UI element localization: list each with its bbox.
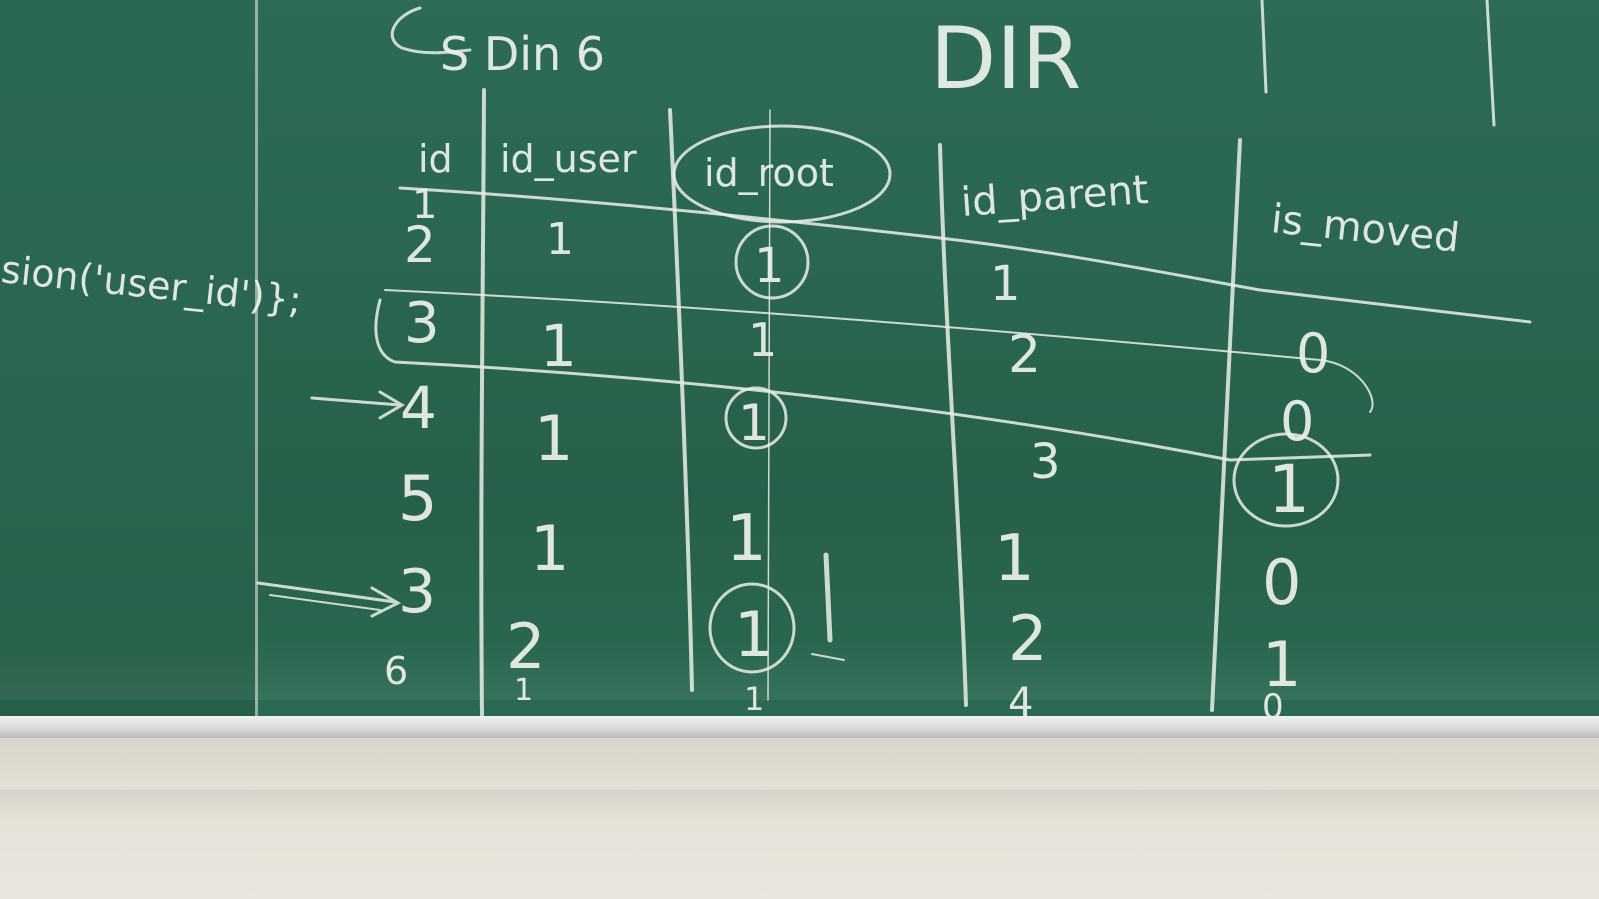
cell-id-user: 1 <box>540 312 577 380</box>
value-circle <box>708 582 796 674</box>
cell-id-user: 1 <box>534 402 573 475</box>
row-highlight-band <box>374 298 1372 462</box>
column-divider <box>479 88 486 717</box>
cell-is-moved: 1 <box>1262 628 1301 701</box>
guide-line <box>767 109 771 701</box>
chalkboard <box>0 0 1599 722</box>
header-id-root: id_root <box>704 151 834 195</box>
top-divider-line <box>1485 0 1496 127</box>
cell-is-moved: 0 <box>1296 322 1330 385</box>
cell-id-user: 2 <box>506 610 545 683</box>
chalk-mark <box>811 653 845 661</box>
cell-id-user: 1 <box>530 512 569 585</box>
value-circle <box>1232 432 1340 528</box>
header-id: id <box>418 137 453 181</box>
row-highlight-band <box>384 289 1374 413</box>
cell-id-user: 1 <box>514 673 533 708</box>
cell-is-moved: 0 <box>1262 546 1301 619</box>
cell-id-root: 1 <box>744 680 764 718</box>
dir-title: DIR <box>930 9 1081 109</box>
header-underline <box>398 186 1532 324</box>
wall-shadow <box>0 790 1599 820</box>
board-panel-seam <box>255 0 258 730</box>
cell-id: 1 <box>412 182 437 228</box>
cell-id: 3 <box>404 291 440 356</box>
column-divider <box>1210 138 1242 712</box>
cell-is-moved: 0 <box>1280 390 1314 453</box>
chalk-tray <box>0 716 1599 738</box>
cell-id: 4 <box>400 374 437 442</box>
chalk-dust-smudge <box>0 640 1599 700</box>
cell-id: 6 <box>384 649 408 693</box>
arrow-icon <box>269 594 381 611</box>
arrow-icon <box>310 390 405 420</box>
top-divider-line <box>1260 0 1268 94</box>
cell-id-root: 1 <box>726 502 767 576</box>
cell-id: 3 <box>398 557 436 627</box>
cell-id-parent: 2 <box>1008 325 1041 385</box>
column-divider <box>668 108 694 692</box>
cell-is-moved: 1 <box>1268 451 1310 528</box>
cell-id-parent: 2 <box>1008 602 1047 675</box>
header-circle <box>672 124 892 224</box>
arrow-icon <box>256 581 402 618</box>
cell-id-parent: 1 <box>990 256 1021 312</box>
header-id-parent: id_parent <box>959 167 1149 226</box>
chalkboard-left-panel <box>0 0 256 722</box>
cell-id-parent: 4 <box>1008 680 1033 720</box>
top-ghost-text: S Din 6 <box>440 27 605 81</box>
cell-id-root: 1 <box>748 313 777 367</box>
cell-id-user: 1 <box>546 214 574 265</box>
column-divider <box>938 143 968 707</box>
cell-id-root: 1 <box>754 238 785 294</box>
cell-id-root: 1 <box>734 598 773 671</box>
chalk-writing: S Din 6 DIR sion('user_id')}; id id_user… <box>0 0 1532 720</box>
chalk-smear <box>823 552 833 643</box>
cell-id-parent: 1 <box>994 522 1035 596</box>
wall <box>0 738 1599 899</box>
cell-id-parent: 3 <box>1030 434 1061 490</box>
left-code-note: sion('user_id')}; <box>0 247 304 322</box>
chalk-bracket <box>390 6 472 55</box>
cell-id: 5 <box>398 462 437 535</box>
header-is-moved: is_moved <box>1269 196 1462 262</box>
cell-is-moved: 0 <box>1262 687 1284 720</box>
value-circle <box>724 386 788 450</box>
cell-id-root: 1 <box>738 394 770 452</box>
cell-id: 2 <box>404 216 436 274</box>
header-id-user: id_user <box>500 137 637 181</box>
value-circle <box>734 224 810 300</box>
